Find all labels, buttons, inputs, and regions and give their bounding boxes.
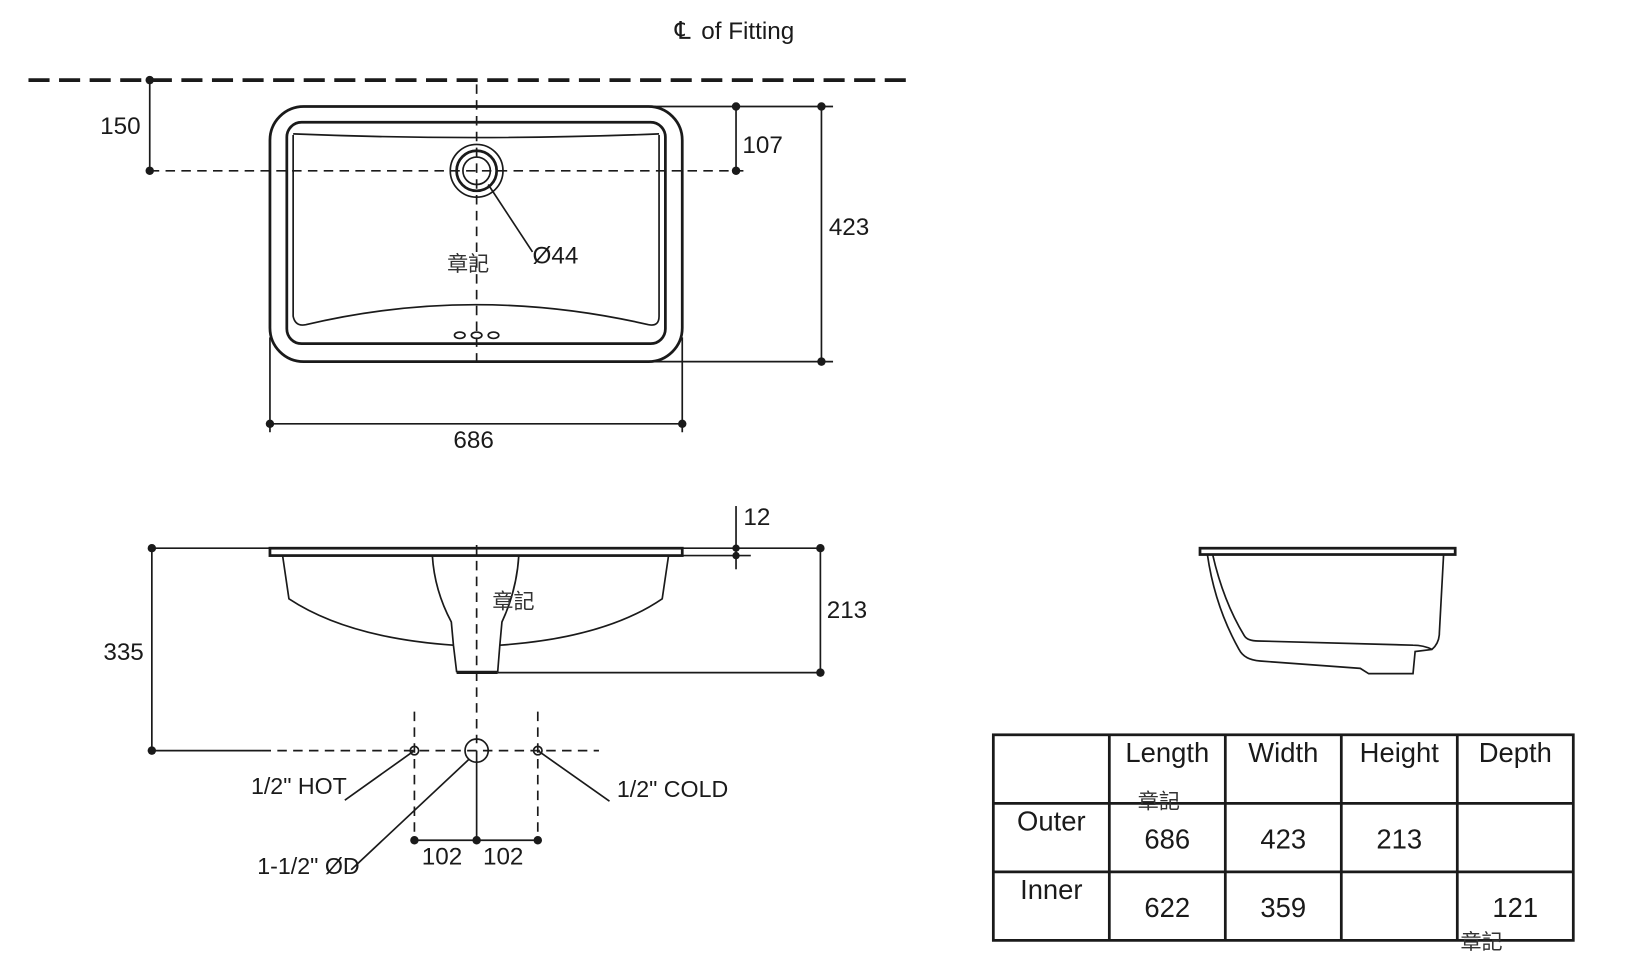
row-label-inner: Inner xyxy=(1020,874,1082,905)
cell-outer-length: 686 xyxy=(1144,824,1190,855)
row-label-outer: Outer xyxy=(1017,806,1086,837)
cell-outer-height: 213 xyxy=(1376,824,1422,855)
side-outer-profile xyxy=(1206,554,1445,675)
dim-102-hot: 102 xyxy=(422,843,462,870)
cell-inner-length: 622 xyxy=(1144,892,1190,923)
bowl-back-edge xyxy=(293,133,660,139)
drain-outlet-profile xyxy=(431,555,520,673)
bowl-front-curve xyxy=(292,134,660,326)
overflow-hole xyxy=(453,331,466,340)
plan-view: ℄ of Fitting Ø44 150 107 423 xyxy=(28,18,916,454)
dim-12: 12 xyxy=(743,504,770,531)
dim-107: 107 xyxy=(742,132,782,159)
basin-bowl-profile xyxy=(281,555,670,647)
header-depth: Depth xyxy=(1479,737,1552,768)
centerline-symbol: ℄ xyxy=(674,18,691,45)
dim-102-cold: 102 xyxy=(483,843,523,870)
dim-335: 335 xyxy=(103,639,143,666)
drain-diameter-label: Ø44 xyxy=(533,243,579,270)
header-height: Height xyxy=(1360,737,1440,768)
waste-label: 1-1/2" ØD xyxy=(257,853,359,879)
cold-label: 1/2" COLD xyxy=(617,776,728,802)
dimension-table: Length Width Height Depth Outer 686 423 … xyxy=(991,733,1575,954)
dim-213: 213 xyxy=(827,597,867,624)
dim-686: 686 xyxy=(453,427,493,454)
side-inner-profile xyxy=(1211,554,1433,651)
side-view xyxy=(1198,546,1457,675)
side-rim xyxy=(1198,546,1457,556)
header-length: Length xyxy=(1125,737,1209,768)
waste-outlet-icon xyxy=(464,738,490,764)
section-view: 12 213 335 1/2" HOT 1/2" COLD 1-1/2" ØD … xyxy=(103,504,867,879)
cell-outer-width: 423 xyxy=(1260,824,1306,855)
watermark: 章記 xyxy=(492,588,534,613)
drain-leader xyxy=(487,184,534,253)
cold-supply-icon xyxy=(532,745,543,756)
cell-inner-width: 359 xyxy=(1260,892,1306,923)
watermark: 章記 xyxy=(1460,929,1502,954)
watermark: 章記 xyxy=(1138,789,1180,814)
dim-150: 150 xyxy=(100,113,140,140)
centerline-label: of Fitting xyxy=(701,18,794,45)
watermark: 章記 xyxy=(447,251,489,276)
header-width: Width xyxy=(1248,737,1318,768)
dim-423: 423 xyxy=(829,214,869,241)
hot-label: 1/2" HOT xyxy=(251,773,347,799)
hot-supply-icon xyxy=(409,745,420,756)
overflow-hole xyxy=(487,331,500,340)
cell-inner-depth: 121 xyxy=(1492,892,1538,923)
